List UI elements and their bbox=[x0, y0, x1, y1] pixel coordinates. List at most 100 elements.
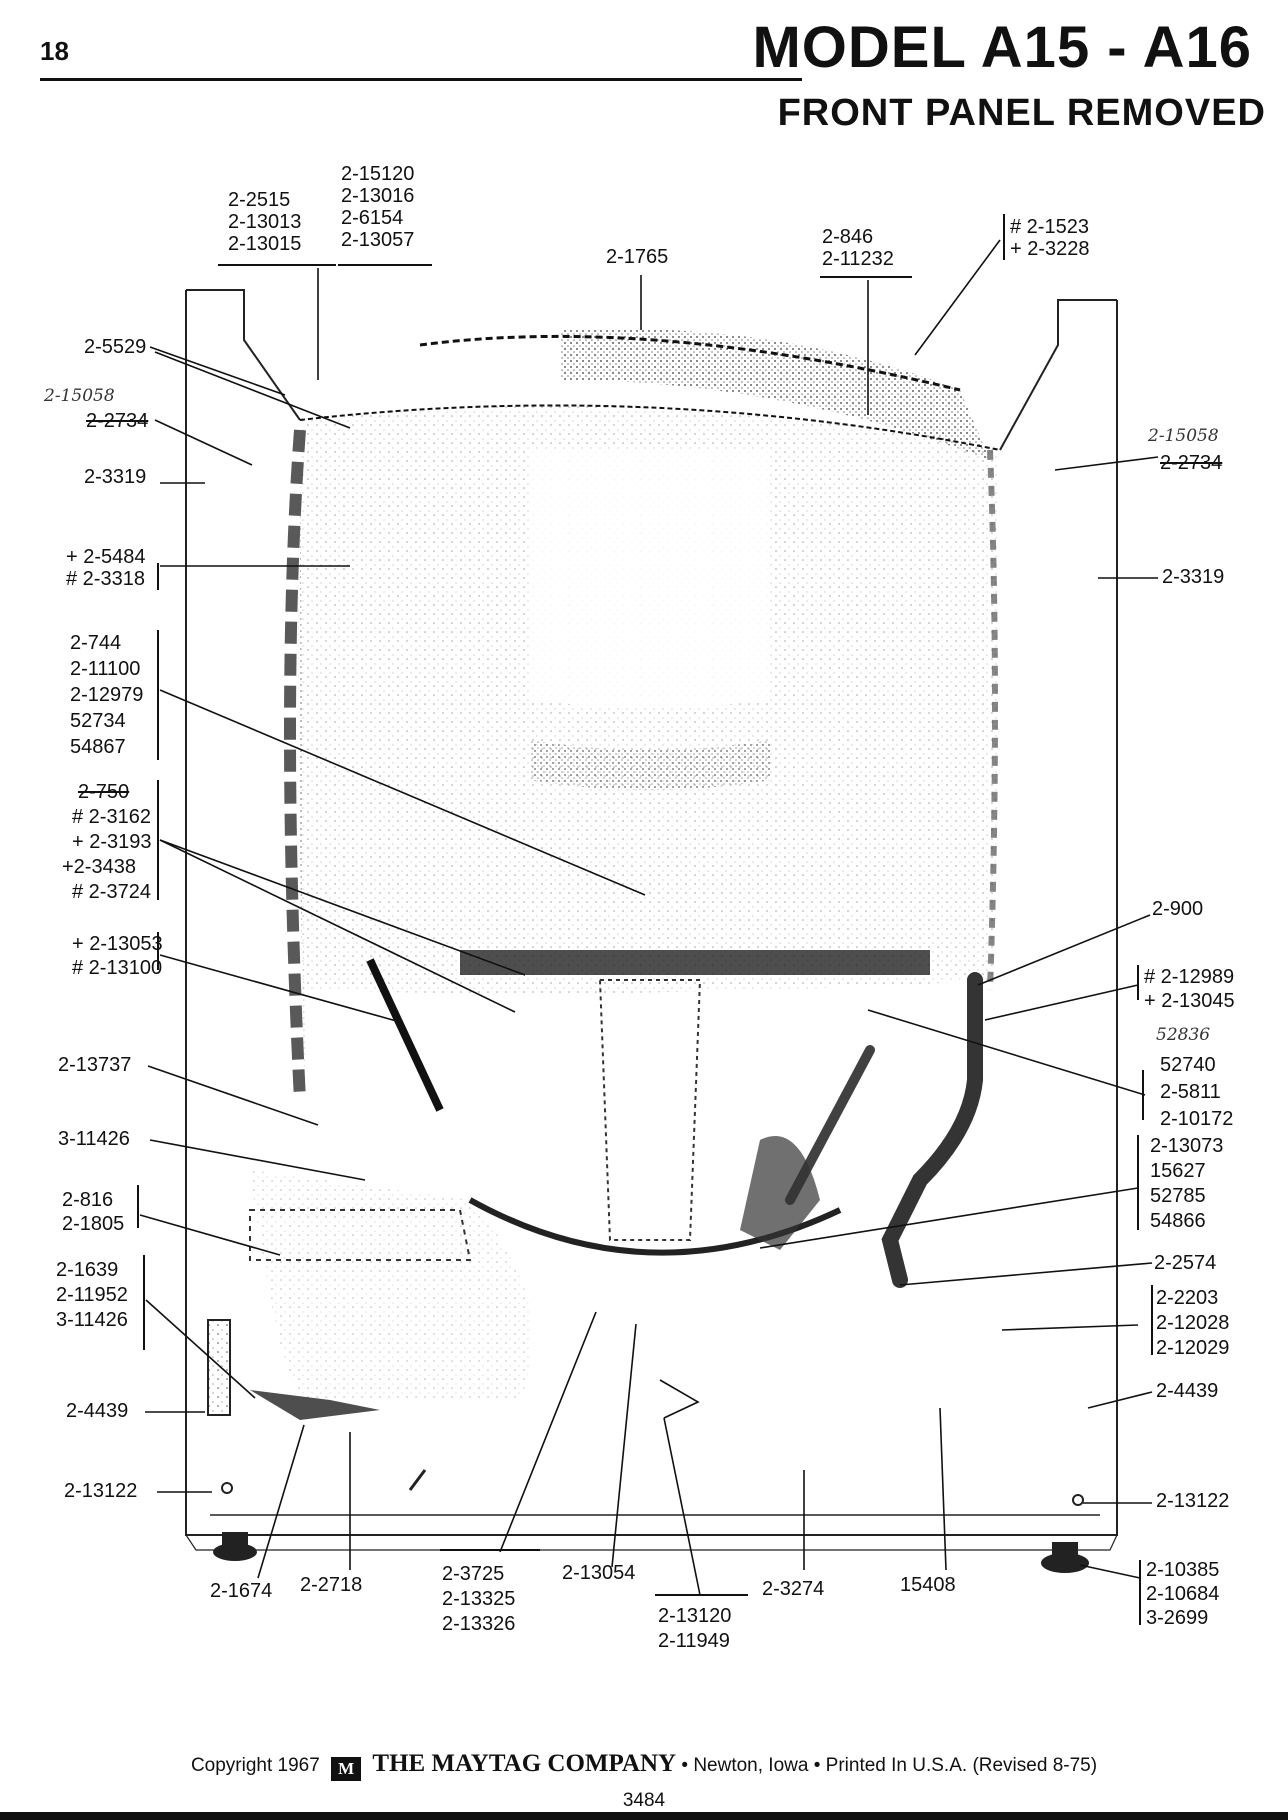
label-left-750-group: 2-750 # 2-3162 + 2-3193 +2-3438 # 2-3724 bbox=[62, 780, 152, 905]
part-number: 2-2515 bbox=[228, 189, 291, 211]
part-number: 2-13016 bbox=[341, 185, 415, 207]
part-number: 2-1805 bbox=[62, 1213, 125, 1235]
part-number: # 2-3318 bbox=[66, 568, 145, 590]
transmission-and-base bbox=[249, 950, 930, 1420]
label-bottom-13054: 2-13054 bbox=[562, 1562, 636, 1584]
label-bottom-2718: 2-2718 bbox=[300, 1574, 363, 1596]
label-bottom-13120-group: 2-13120 2-11949 bbox=[658, 1604, 731, 1654]
model-subtitle: FRONT PANEL REMOVED bbox=[777, 92, 1266, 134]
document-number: 3484 bbox=[622, 1790, 666, 1811]
footer-location: Newton, Iowa bbox=[693, 1755, 809, 1776]
footer-company: THE MAYTAG COMPANY bbox=[372, 1750, 677, 1777]
label-right-2203-group: 2-2203 2-12028 2-12029 bbox=[1156, 1286, 1229, 1361]
part-number: 2-5811 bbox=[1160, 1081, 1221, 1103]
part-number: + 2-13053 bbox=[72, 933, 163, 955]
label-right-3319: 2-3319 bbox=[1162, 566, 1225, 588]
label-left-13122: 2-13122 bbox=[64, 1480, 138, 1502]
part-number: 2-816 bbox=[62, 1189, 114, 1211]
bottom-border bbox=[0, 1812, 1288, 1820]
label-right-900: 2-900 bbox=[1152, 898, 1204, 920]
part-number: 2-13013 bbox=[228, 211, 302, 233]
part-number: 2-12029 bbox=[1156, 1337, 1230, 1359]
part-number: 2-2203 bbox=[1156, 1287, 1219, 1309]
part-number: # 2-3162 bbox=[72, 806, 151, 828]
label-right-2574: 2-2574 bbox=[1154, 1252, 1217, 1274]
part-number: 52785 bbox=[1150, 1185, 1206, 1207]
footer: Copyright 1967 M THE MAYTAG COMPANY • Ne… bbox=[0, 1750, 1288, 1781]
part-number: 2-10385 bbox=[1146, 1559, 1220, 1581]
part-number: 54867 bbox=[70, 736, 126, 758]
part-number: 2-3725 bbox=[442, 1563, 505, 1585]
part-number: + 2-3228 bbox=[1010, 238, 1090, 260]
tub-body bbox=[284, 404, 1001, 1101]
page-number: 18 bbox=[40, 36, 69, 66]
label-left-1639-group: 2-1639 2-11952 3-11426 bbox=[56, 1258, 128, 1333]
part-number: 3-11426 bbox=[56, 1309, 128, 1331]
label-left-3319: 2-3319 bbox=[84, 466, 147, 488]
footer-bullet: • bbox=[681, 1755, 694, 1776]
footer-printed: Printed In U.S.A. (Revised 8-75) bbox=[825, 1755, 1098, 1776]
part-number: 2-846 bbox=[822, 226, 874, 248]
label-left-816-group: 2-816 2-1805 bbox=[62, 1188, 124, 1236]
label-bottom-1674: 2-1674 bbox=[210, 1580, 273, 1602]
part-number: 2-10172 bbox=[1160, 1108, 1234, 1130]
label-right-13073-group: 2-13073 15627 52785 54866 bbox=[1150, 1134, 1223, 1234]
part-number: # 2-13100 bbox=[72, 957, 163, 979]
header-rule bbox=[40, 78, 802, 81]
part-number: 52740 bbox=[1160, 1054, 1216, 1076]
part-number: 54866 bbox=[1150, 1210, 1206, 1232]
label-right-2734: 2-2734 bbox=[1160, 452, 1223, 474]
label-right-13122: 2-13122 bbox=[1156, 1490, 1230, 1512]
label-brackets bbox=[137, 214, 1153, 1625]
leader-lines bbox=[139, 239, 1159, 1596]
part-number: 2-13120 bbox=[658, 1605, 732, 1627]
part-number: 2-6154 bbox=[341, 207, 404, 229]
part-number: 15627 bbox=[1150, 1160, 1206, 1182]
part-number: 3-2699 bbox=[1146, 1607, 1209, 1629]
part-number: 2-13057 bbox=[341, 229, 415, 251]
part-number: 2-12979 bbox=[70, 684, 144, 706]
label-top-left-group: 2-2515 2-13013 2-13015 bbox=[228, 189, 301, 255]
label-left-13737: 2-13737 bbox=[58, 1054, 132, 1076]
handwritten-note-right: 2-15058 bbox=[1148, 426, 1219, 446]
tub-cover bbox=[419, 328, 990, 460]
part-number: 2-13015 bbox=[228, 233, 302, 255]
footer-bullet: • bbox=[813, 1755, 826, 1776]
label-top-right-marked: # 2-1523 + 2-3228 bbox=[1010, 216, 1090, 260]
part-number: 2-11100 bbox=[70, 658, 141, 680]
label-tub: 2-1765 bbox=[606, 246, 669, 268]
handwritten-note-left: 2-15058 bbox=[44, 386, 115, 406]
part-number: 2-11232 bbox=[822, 248, 894, 270]
model-title: MODEL A15 - A16 bbox=[752, 15, 1252, 80]
label-top-right-pair: 2-846 2-11232 bbox=[822, 226, 894, 270]
part-number: # 2-12989 bbox=[1144, 966, 1235, 988]
leveling-legs bbox=[213, 1532, 1089, 1573]
part-number: 2-744 bbox=[70, 632, 122, 654]
label-right-52740-group: 52740 2-5811 2-10172 bbox=[1160, 1052, 1233, 1133]
drain-hose bbox=[740, 972, 983, 1288]
label-left-11426: 3-11426 bbox=[58, 1128, 130, 1150]
part-number: + 2-5484 bbox=[66, 546, 146, 568]
label-right-12989-group: # 2-12989 + 2-13045 bbox=[1144, 965, 1235, 1013]
part-number: 2-13073 bbox=[1150, 1135, 1224, 1157]
label-left-2734: 2-2734 bbox=[86, 410, 149, 432]
part-number: 2-10684 bbox=[1146, 1583, 1220, 1605]
label-left-5484-group: + 2-5484 # 2-3318 bbox=[66, 546, 146, 590]
handwritten-note-right-2: 52836 bbox=[1156, 1025, 1211, 1045]
label-left-13053-group: + 2-13053 # 2-13100 bbox=[72, 932, 163, 980]
part-number: 2-12028 bbox=[1156, 1312, 1230, 1334]
label-top-right-group: 2-15120 2-13016 2-6154 2-13057 bbox=[341, 163, 414, 251]
part-number: 52734 bbox=[70, 710, 126, 732]
part-number: 2-13326 bbox=[442, 1613, 516, 1635]
label-left-744-group: 2-744 2-11100 2-12979 52734 54867 bbox=[70, 630, 143, 760]
part-number: + 2-13045 bbox=[1144, 990, 1235, 1012]
label-right-10385-group: 2-10385 2-10684 3-2699 bbox=[1146, 1558, 1219, 1630]
label-bottom-3274: 2-3274 bbox=[762, 1578, 825, 1600]
part-number: 2-15120 bbox=[341, 163, 415, 185]
part-number: 2-750 bbox=[78, 781, 130, 803]
maytag-logo-icon: M bbox=[331, 1757, 362, 1781]
part-number: 2-11952 bbox=[56, 1284, 128, 1306]
label-right-4439: 2-4439 bbox=[1156, 1380, 1219, 1402]
